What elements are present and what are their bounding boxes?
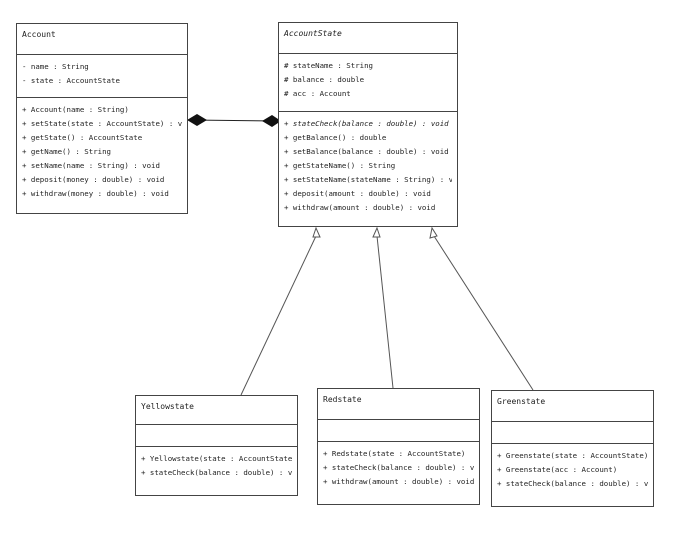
operation: + Yellowstate(state : AccountState) <box>141 454 292 463</box>
attributes-section: - name : String - state : AccountState <box>17 54 187 97</box>
operation: + stateCheck(balance : double) : void <box>323 463 474 472</box>
operations-section: + Account(name : String) + setState(stat… <box>17 97 187 206</box>
operation: + setName(name : String) : void <box>22 161 160 170</box>
operations-section: + Greenstate(state : AccountState) + Gre… <box>492 443 653 496</box>
operation: + withdraw(amount : double) : void <box>323 477 474 486</box>
attributes-section <box>136 424 297 446</box>
composition-diamond-accountstate <box>262 115 281 127</box>
operation: + Account(name : String) <box>22 105 129 114</box>
attribute: # balance : double <box>284 75 365 84</box>
class-name: Yellowstate <box>141 402 194 411</box>
operation: + getName() : String <box>22 147 111 156</box>
inheritance-arrow-redstate <box>372 226 381 238</box>
operation: + setBalance(balance : double) : void <box>284 147 449 156</box>
generalization-line-greenstate <box>433 235 534 391</box>
attributes-section <box>318 419 479 441</box>
inheritance-arrow-greenstate <box>429 226 438 239</box>
attribute: # acc : Account <box>284 89 351 98</box>
operations-section: + stateCheck(balance : double) : void + … <box>279 111 457 220</box>
operation: + stateCheck(balance : double) : void <box>141 468 292 477</box>
class-greenstate[interactable]: Greenstate + Greenstate(state : AccountS… <box>491 390 654 507</box>
class-account[interactable]: Account - name : String - state : Accoun… <box>16 23 188 214</box>
operation: + getStateName() : String <box>284 161 396 170</box>
attributes-section <box>492 421 653 443</box>
class-name: Account <box>22 30 56 39</box>
attribute: - name : String <box>22 62 89 71</box>
operation: + getBalance() : double <box>284 133 387 142</box>
operation: + stateCheck(balance : double) : void <box>497 479 648 488</box>
class-name: AccountState <box>284 29 342 38</box>
operations-section: + Yellowstate(state : AccountState) + st… <box>136 446 297 485</box>
generalization-line-redstate <box>376 235 394 389</box>
attribute: - state : AccountState <box>22 76 120 85</box>
operation: + setState(state : AccountState) : void <box>22 119 182 128</box>
operation: + deposit(money : double) : void <box>22 175 165 184</box>
class-yellowstate[interactable]: Yellowstate + Yellowstate(state : Accoun… <box>135 395 298 496</box>
composition-diamond-account <box>187 114 207 126</box>
operations-section: + Redstate(state : AccountState) + state… <box>318 441 479 494</box>
operation: + setStateName(stateName : String) : voi… <box>284 175 452 184</box>
abstract-operation: + stateCheck(balance : double) : void <box>284 119 449 128</box>
class-redstate[interactable]: Redstate + Redstate(state : AccountState… <box>317 388 480 505</box>
generalization-line-yellowstate <box>240 235 317 396</box>
operation: + getState() : AccountState <box>22 133 143 142</box>
operation: + withdraw(amount : double) : void <box>284 203 436 212</box>
operation: + Greenstate(acc : Account) <box>497 465 618 474</box>
operation: + deposit(amount : double) : void <box>284 189 431 198</box>
operation: + Greenstate(state : AccountState) <box>497 451 648 460</box>
class-name: Redstate <box>323 395 362 404</box>
inheritance-arrow-yellowstate <box>312 226 321 238</box>
class-account-state[interactable]: AccountState # stateName : String # bala… <box>278 22 458 227</box>
operation: + Redstate(state : AccountState) <box>323 449 466 458</box>
operation: + withdraw(money : double) : void <box>22 189 169 198</box>
attribute: # stateName : String <box>284 61 373 70</box>
class-name: Greenstate <box>497 397 546 406</box>
attributes-section: # stateName : String # balance : double … <box>279 53 457 111</box>
